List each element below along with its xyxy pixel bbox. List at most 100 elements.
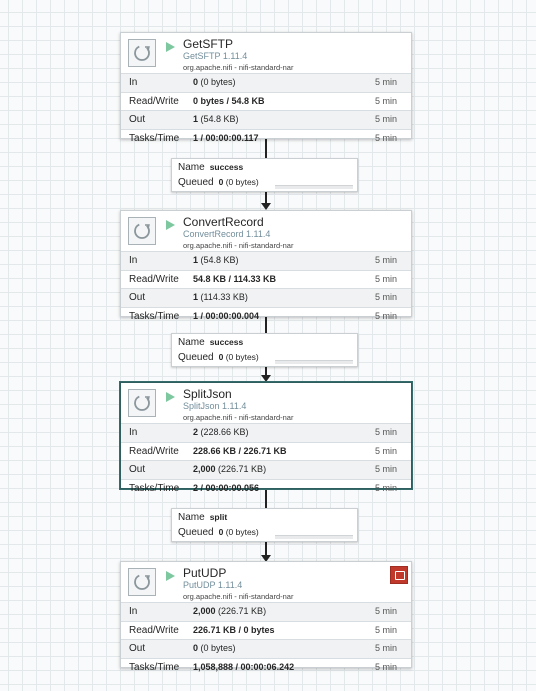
connection-queued-value: 0 (0 bytes) <box>218 177 259 187</box>
stat-time: 5 min <box>374 292 397 302</box>
stat-value: 0 bytes / 54.8 KB <box>193 95 265 106</box>
stat-time: 5 min <box>374 95 397 106</box>
stat-label: Read/Write <box>129 273 179 285</box>
connection-name-label: Name <box>178 512 205 523</box>
processor-header: PutUDP PutUDP 1.11.4 org.apache.nifi - n… <box>121 562 411 602</box>
processor-bundle: org.apache.nifi - nifi-standard-nar <box>183 413 294 422</box>
stat-row-tasks: Tasks/Time 2 / 00:00:00.056 5 min <box>121 479 411 497</box>
connection-queued-label: Queued <box>178 352 214 363</box>
stat-value: 1 / 00:00:00.117 <box>193 132 259 143</box>
stat-value: 2 / 00:00:00.056 <box>193 482 260 493</box>
processor-type: GetSFTP 1.11.4 <box>183 51 248 61</box>
stat-label: Out <box>129 643 146 654</box>
stat-label: Tasks/Time <box>129 482 180 494</box>
stat-value: 2,000 (226.71 KB) <box>193 464 267 474</box>
stat-time: 5 min <box>374 132 397 143</box>
processor-bundle: org.apache.nifi - nifi-standard-nar <box>183 241 294 250</box>
processor-name: SplitJson <box>183 387 232 401</box>
processor-getsftp[interactable]: GetSFTP GetSFTP 1.11.4 org.apache.nifi -… <box>120 32 412 144</box>
processor-bundle: org.apache.nifi - nifi-standard-nar <box>183 592 294 601</box>
queue-progress-bar <box>275 185 353 189</box>
connection-queued-row: Queued 0 (0 bytes) <box>178 352 259 363</box>
run-status-icon <box>166 392 175 402</box>
stat-time: 5 min <box>374 445 397 456</box>
processor-icon <box>128 389 156 417</box>
stat-row-in: In 1 (54.8 KB) 5 min <box>121 251 411 270</box>
stat-time: 5 min <box>374 114 397 124</box>
stat-row-tasks: Tasks/Time 1 / 00:00:00.117 5 min <box>121 129 411 147</box>
stat-row-out: Out 1 (114.33 KB) 5 min <box>121 288 411 307</box>
stat-time: 5 min <box>374 310 397 321</box>
stat-value: 1 (54.8 KB) <box>193 114 239 124</box>
stat-value: 0 (0 bytes) <box>193 643 236 653</box>
connection-queued-value: 0 (0 bytes) <box>218 352 259 362</box>
stat-time: 5 min <box>374 273 397 284</box>
stat-value: 1 (54.8 KB) <box>193 255 239 265</box>
stat-label: Tasks/Time <box>129 132 180 144</box>
stat-value: 228.66 KB / 226.71 KB <box>193 445 287 456</box>
stat-row-tasks: Tasks/Time 1 / 00:00:00.004 5 min <box>121 307 411 325</box>
queue-progress-bar <box>275 360 353 364</box>
processor-splitjson[interactable]: SplitJson SplitJson 1.11.4 org.apache.ni… <box>120 382 412 494</box>
connection-name-label: Name <box>178 337 205 348</box>
processor-putudp[interactable]: PutUDP PutUDP 1.11.4 org.apache.nifi - n… <box>120 561 412 673</box>
stat-value: 1 / 00:00:00.004 <box>193 310 260 321</box>
stat-time: 5 min <box>374 427 397 437</box>
processor-name: GetSFTP <box>183 37 234 51</box>
processor-bundle: org.apache.nifi - nifi-standard-nar <box>183 63 294 72</box>
connection-name-row: Name split <box>178 512 227 523</box>
stat-time: 5 min <box>374 482 397 493</box>
processor-name: ConvertRecord <box>183 215 264 229</box>
processor-icon <box>128 568 156 596</box>
stat-label: In <box>129 255 138 266</box>
arrow-down-icon <box>261 203 271 210</box>
stat-value: 1 (114.33 KB) <box>193 292 248 302</box>
queue-progress-bar <box>275 535 353 539</box>
connection-queued-label: Queued <box>178 527 214 538</box>
stat-label: Tasks/Time <box>129 310 180 322</box>
processor-header: ConvertRecord ConvertRecord 1.11.4 org.a… <box>121 211 411 251</box>
connection-queued-label: Queued <box>178 177 214 188</box>
stat-label: In <box>129 77 138 88</box>
stat-label: In <box>129 427 138 438</box>
invalid-status-icon[interactable] <box>390 566 408 584</box>
processor-header: SplitJson SplitJson 1.11.4 org.apache.ni… <box>121 383 411 423</box>
processor-header: GetSFTP GetSFTP 1.11.4 org.apache.nifi -… <box>121 33 411 73</box>
stat-time: 5 min <box>374 255 397 265</box>
stat-time: 5 min <box>374 606 397 616</box>
stat-label: In <box>129 606 138 617</box>
stat-row-out: Out 2,000 (226.71 KB) 5 min <box>121 460 411 479</box>
connection-line[interactable] <box>265 195 267 203</box>
processor-convertrecord[interactable]: ConvertRecord ConvertRecord 1.11.4 org.a… <box>120 210 412 322</box>
processor-icon <box>128 217 156 245</box>
stat-row-in: In 2 (228.66 KB) 5 min <box>121 423 411 442</box>
stat-row-out: Out 0 (0 bytes) 5 min <box>121 639 411 658</box>
connection-name: success <box>209 162 244 172</box>
stat-time: 5 min <box>374 661 397 672</box>
stat-time: 5 min <box>374 643 397 653</box>
connection-name: split <box>209 512 228 522</box>
processor-type: PutUDP 1.11.4 <box>183 580 243 590</box>
stat-label: Out <box>129 464 146 475</box>
stat-label: Out <box>129 292 146 303</box>
run-status-icon <box>166 42 175 52</box>
stat-value: 2 (228.66 KB) <box>193 427 249 437</box>
stat-time: 5 min <box>374 464 397 474</box>
stat-value: 226.71 KB / 0 bytes <box>193 624 275 635</box>
